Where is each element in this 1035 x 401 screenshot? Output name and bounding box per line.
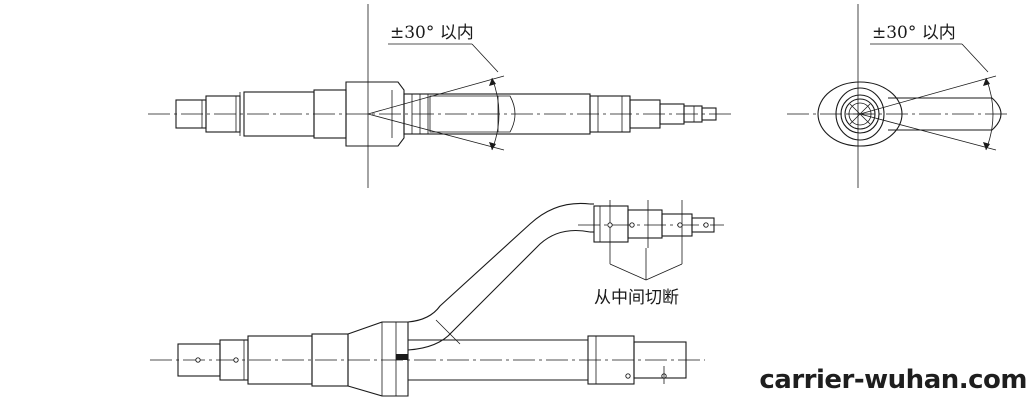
angle-label-right: ±30° 以内	[872, 23, 956, 43]
side-view-angle-diagram: ±30° 以内	[148, 4, 735, 188]
angle-label-left: ±30° 以内	[390, 23, 474, 43]
watermark-text: carrier-wuhan.com	[759, 365, 1027, 395]
y-branch-pipe: 从中间切断	[150, 200, 724, 397]
end-view-angle-diagram: ±30° 以内	[787, 4, 1010, 188]
cut-instruction-label: 从中间切断	[594, 288, 679, 308]
